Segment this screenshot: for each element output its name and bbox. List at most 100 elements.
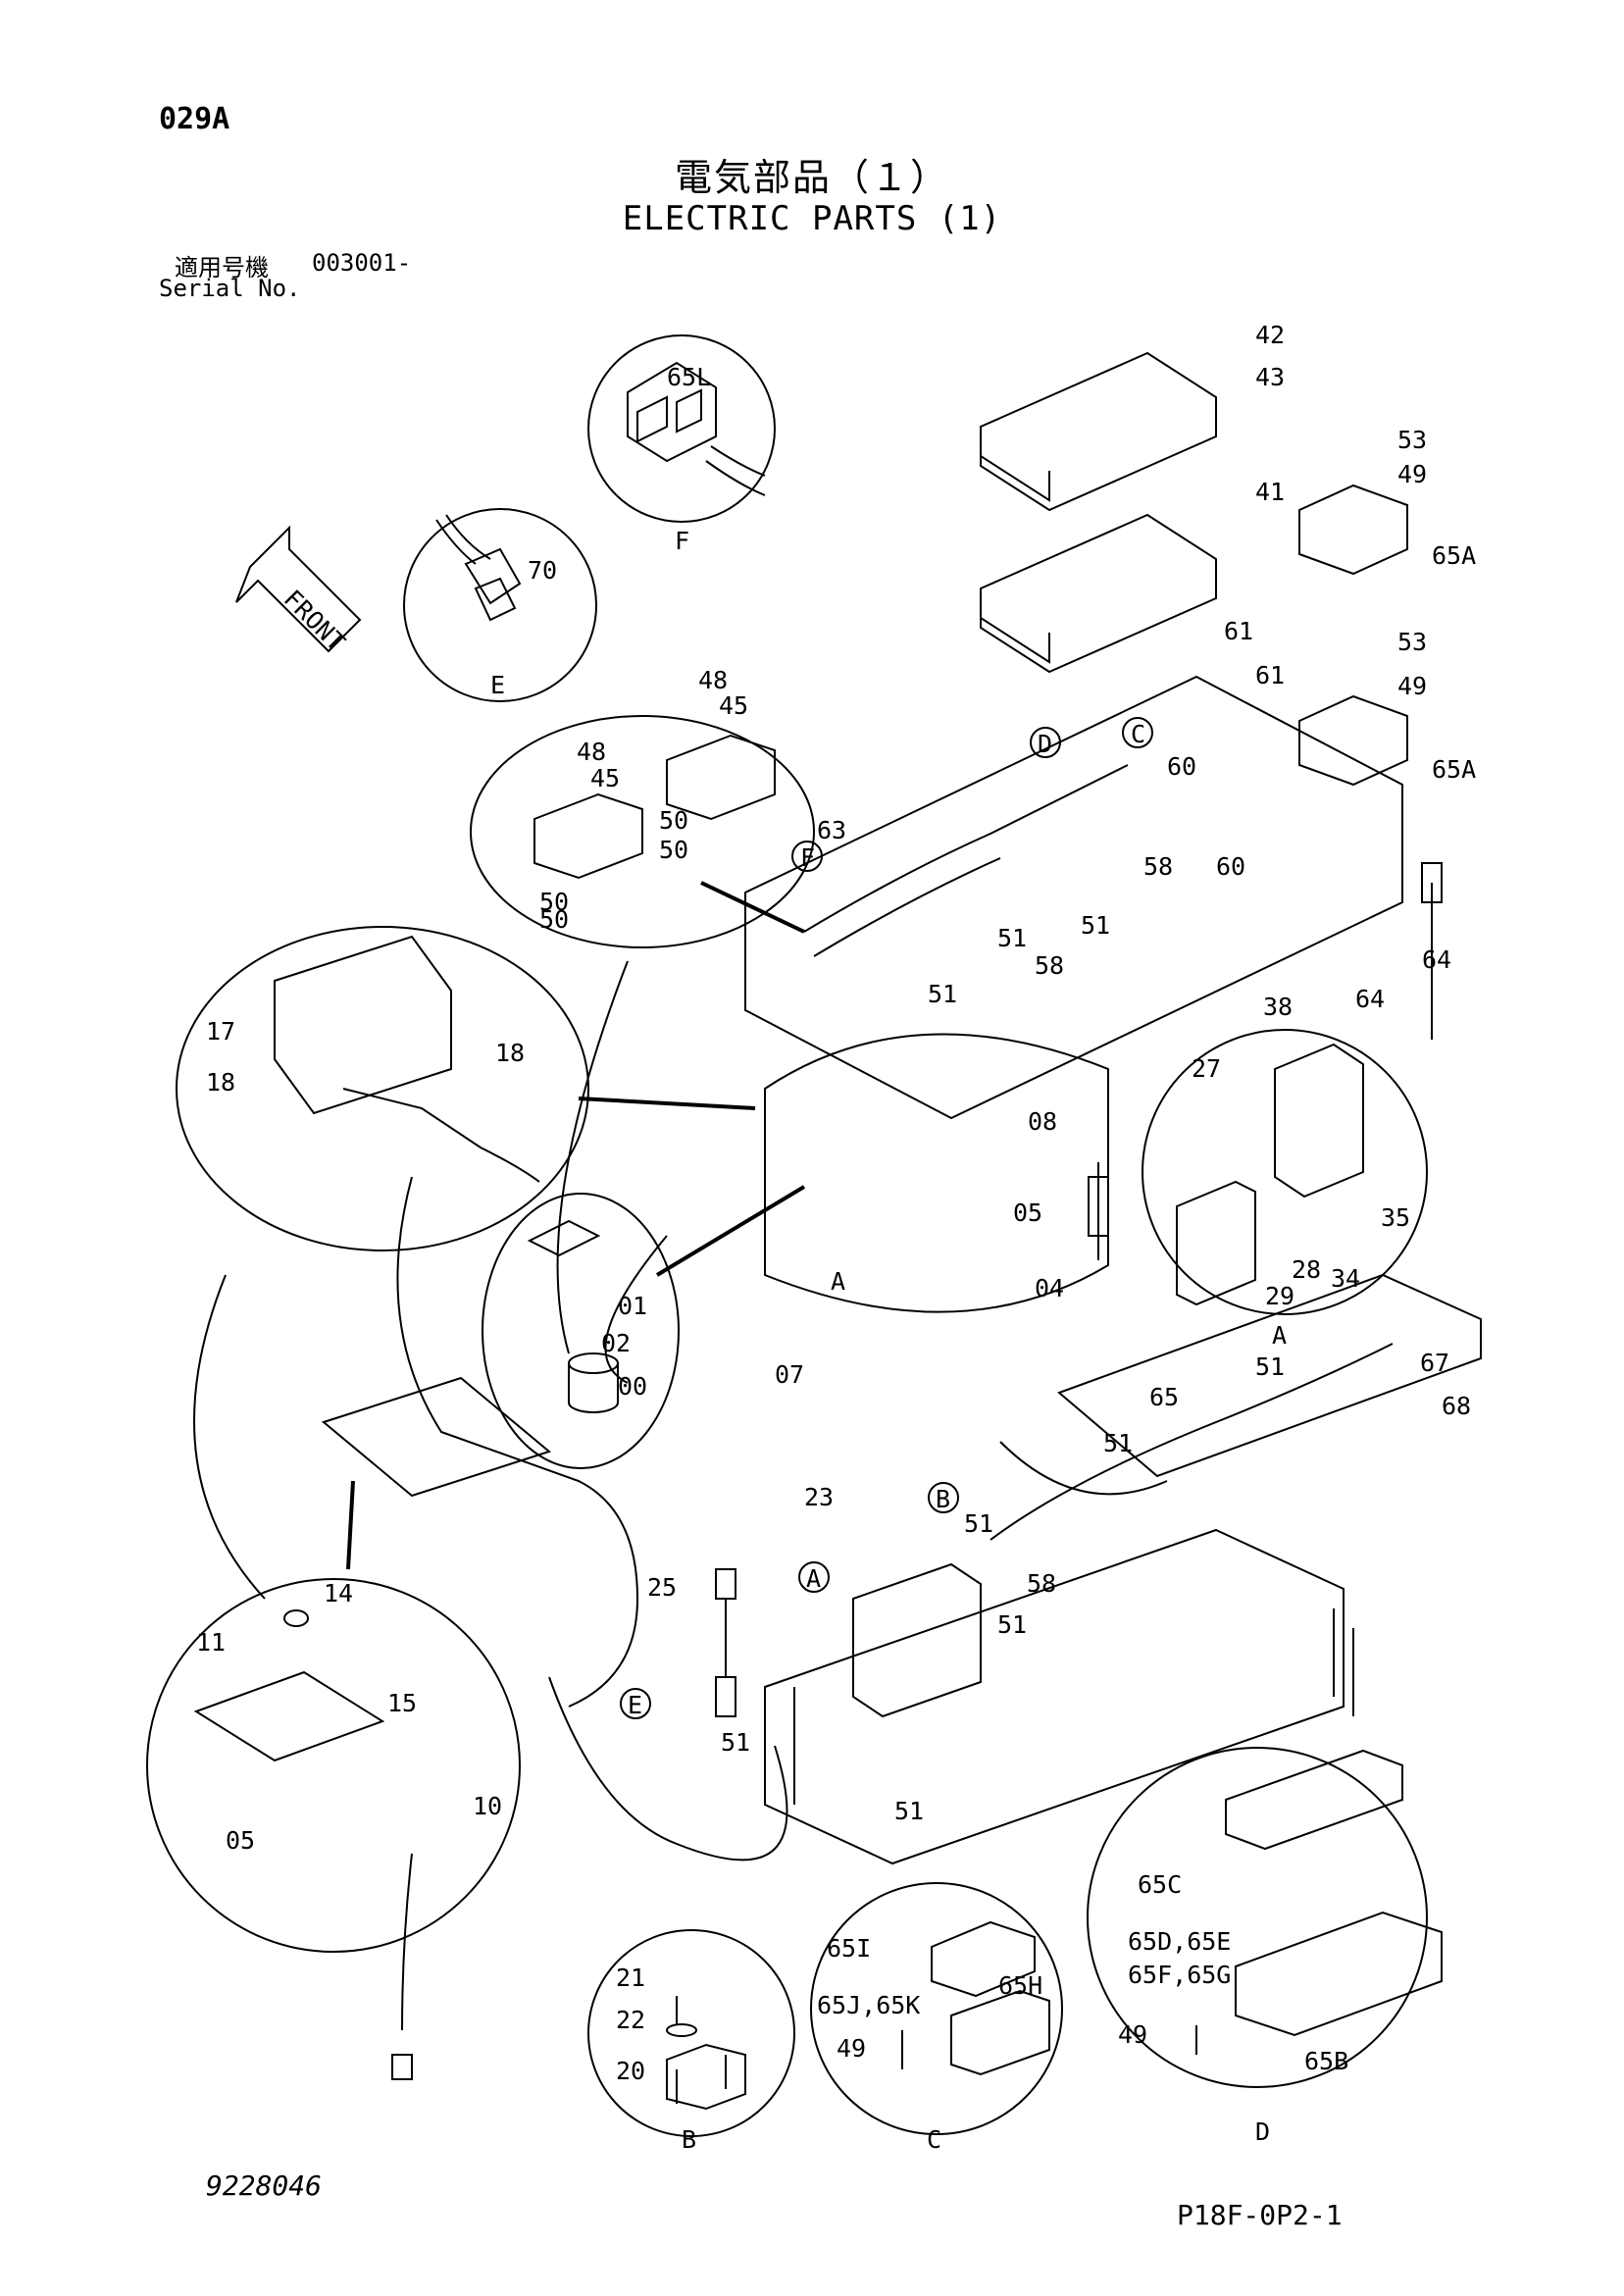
detail-e-letter: E (490, 671, 505, 699)
page-code: 029A (159, 102, 230, 136)
document-number: 9228046 (206, 2169, 323, 2202)
leader-lines (346, 881, 806, 1570)
callout-49: 49 (1397, 672, 1427, 700)
callout-53: 53 (1397, 426, 1427, 454)
callout-58: 58 (1035, 951, 1064, 980)
callout-58: 58 (1027, 1569, 1056, 1598)
detail-d-part-65b: 65B (1304, 2047, 1348, 2075)
callout-b: B (936, 1485, 950, 1513)
callout-04: 04 (1035, 1274, 1064, 1302)
callout-51: 51 (997, 1610, 1027, 1639)
detail-d-part-65c: 65C (1138, 1870, 1182, 1899)
callout-05: 05 (1013, 1199, 1042, 1227)
detail-view-key-switch (482, 1193, 680, 1469)
detail-d-part-49: 49 (1118, 2020, 1147, 2049)
callout-45: 45 (590, 764, 620, 792)
detail-a-part-28: 28 (1292, 1255, 1321, 1284)
callout-14: 14 (324, 1579, 353, 1607)
callout-65a: 65A (1432, 755, 1476, 784)
page-reference: P18F-0P2-1 (1177, 2199, 1343, 2231)
callout-38: 38 (1263, 993, 1293, 1021)
callout-e: E (628, 1691, 642, 1719)
callout-67: 67 (1420, 1349, 1449, 1377)
callout-labels: 42 43 41 53 49 65A 61 61 53 49 65A 48 45… (196, 321, 1476, 2154)
detail-view-e (403, 508, 597, 702)
callout-a: A (806, 1564, 821, 1593)
detail-b-part-21: 21 (616, 1964, 645, 1992)
callout-45: 45 (719, 691, 748, 720)
callout-65: 65 (1149, 1383, 1179, 1411)
detail-a-part-35: 35 (1381, 1203, 1410, 1232)
serial-label-japanese: 適用号機 (175, 254, 269, 281)
callout-64: 64 (1355, 985, 1385, 1013)
detail-b-letter: B (682, 2125, 696, 2154)
callout-50: 50 (659, 836, 688, 864)
detail-d-part-65f-65g: 65F,65G (1128, 1961, 1231, 1989)
serial-number: 003001- (312, 249, 412, 277)
callout-15: 15 (387, 1689, 417, 1717)
detail-view-relays (470, 715, 815, 948)
detail-c-letter: C (927, 2125, 941, 2154)
main-tray (744, 675, 1403, 1120)
callout-d: D (1038, 730, 1052, 758)
callout-05: 05 (226, 1826, 255, 1855)
callout-61: 61 (1224, 617, 1253, 645)
detail-b-part-20: 20 (616, 2057, 645, 2085)
detail-d-letter: D (1255, 2117, 1270, 2146)
callout-63: 63 (817, 816, 846, 844)
front-direction-arrow: FRONT (235, 525, 362, 656)
callout-51: 51 (997, 924, 1027, 952)
callout-50: 50 (659, 806, 688, 835)
callout-58: 58 (1143, 852, 1173, 881)
connector-harnesses (715, 862, 1443, 1717)
callout-18: 18 (495, 1039, 525, 1067)
detail-view-c (810, 1882, 1063, 2135)
callout-10: 10 (473, 1792, 502, 1820)
detail-d-part-65d-65e: 65D,65E (1128, 1927, 1231, 1956)
callout-60: 60 (1216, 852, 1245, 881)
detail-view-b (587, 1929, 795, 2137)
callout-64: 64 (1422, 945, 1451, 974)
callout-51: 51 (928, 980, 957, 1008)
callout-00: 00 (618, 1372, 647, 1401)
detail-c-part-65i: 65I (827, 1934, 871, 1963)
detail-e-part: 70 (528, 556, 557, 585)
detail-view-monitor-plate (146, 1578, 521, 2080)
fuse-boxes (1298, 484, 1408, 787)
callout-50: 50 (539, 888, 569, 916)
reference-circles (620, 717, 1153, 1719)
callout-51: 51 (894, 1797, 924, 1825)
callout-48: 48 (698, 666, 728, 694)
detail-c-part-65j-65k: 65J,65K (817, 1991, 920, 2019)
callout-60: 60 (1167, 752, 1196, 781)
console-body (193, 960, 1109, 1708)
callout-25: 25 (647, 1573, 677, 1602)
callout-53: 53 (1397, 628, 1427, 656)
callout-01: 01 (618, 1292, 647, 1320)
detail-c-part-65h: 65H (998, 1971, 1042, 2000)
callout-51: 51 (721, 1728, 750, 1757)
detail-view-switch-panel (176, 926, 589, 1251)
detail-view-d (1087, 1747, 1443, 2088)
detail-c-part-49: 49 (837, 2034, 866, 2063)
callout-65a: 65A (1432, 541, 1476, 570)
controller-units (980, 351, 1217, 674)
callout-41: 41 (1255, 478, 1285, 506)
detail-a-part-27: 27 (1192, 1054, 1221, 1083)
callout-c: C (1131, 720, 1145, 748)
detail-a-part-34: 34 (1331, 1264, 1360, 1293)
callout-51: 51 (1081, 911, 1110, 940)
page-title-japanese: 電気部品（１） (674, 156, 949, 199)
callout-43: 43 (1255, 363, 1285, 391)
detail-f-part: 65L (667, 363, 711, 391)
callout-50: 50 (539, 905, 569, 934)
callout-42: 42 (1255, 321, 1285, 349)
detail-view-a (1142, 1029, 1428, 1315)
callout-49: 49 (1397, 460, 1427, 488)
callout-17: 17 (206, 1017, 235, 1046)
callout-48: 48 (577, 738, 606, 766)
detail-b-part-22: 22 (616, 2006, 645, 2034)
callout-11: 11 (196, 1628, 226, 1657)
detail-a-part-29: 29 (1265, 1282, 1294, 1310)
